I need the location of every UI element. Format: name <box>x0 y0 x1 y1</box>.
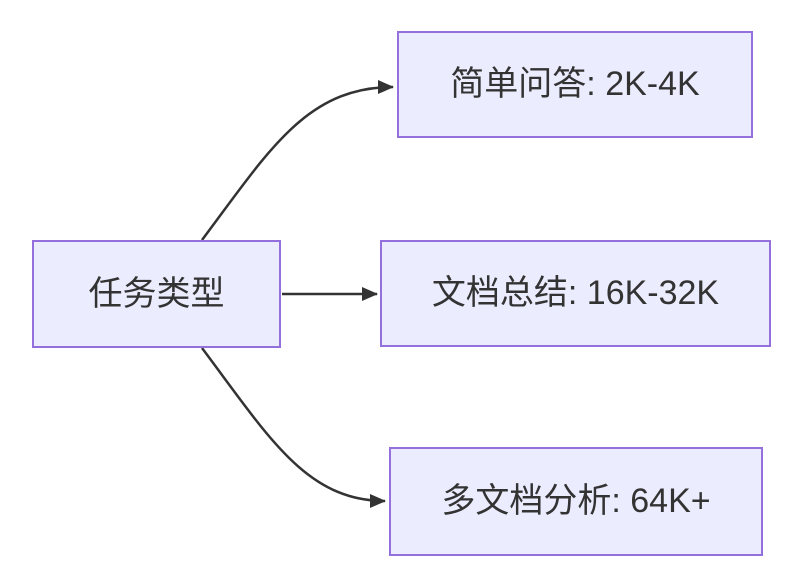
node-simple-qa: 简单问答: 2K-4K <box>397 31 753 138</box>
edge-root-to-bottom <box>200 347 386 508</box>
edge-root-to-top <box>200 80 394 241</box>
node-multi-doc-analysis-label: 多文档分析: 64K+ <box>441 482 711 521</box>
node-doc-summary: 文档总结: 16K-32K <box>380 240 771 347</box>
node-simple-qa-label: 简单问答: 2K-4K <box>450 65 700 104</box>
node-task-type: 任务类型 <box>32 240 281 348</box>
node-doc-summary-label: 文档总结: 16K-32K <box>431 274 720 313</box>
node-task-type-label: 任务类型 <box>88 274 225 313</box>
node-multi-doc-analysis: 多文档分析: 64K+ <box>389 447 763 556</box>
